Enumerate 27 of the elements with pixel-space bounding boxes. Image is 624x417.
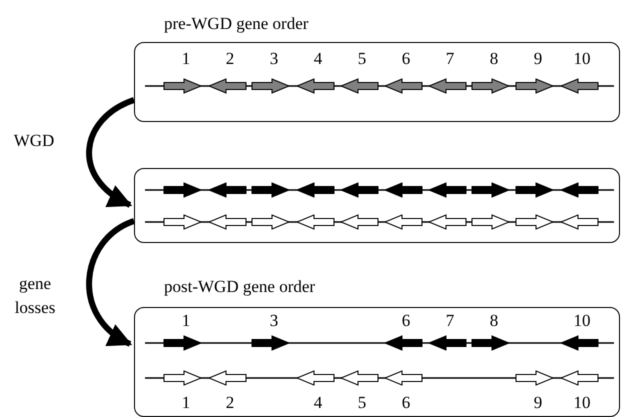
gene-number: 8 (490, 50, 498, 68)
gene-number: 1 (182, 394, 190, 412)
curved-arrow (86, 218, 136, 347)
gene-number: 4 (314, 50, 322, 68)
gene-number: 6 (402, 312, 410, 330)
gene-number: 6 (402, 50, 410, 68)
gene-number: 7 (446, 50, 454, 68)
gene-number: 10 (574, 312, 590, 330)
gene-number: 3 (270, 50, 278, 68)
gene-number: 5 (358, 50, 366, 68)
gene-number: 10 (574, 50, 590, 68)
gene-number: 7 (446, 312, 454, 330)
gene-number: 9 (534, 394, 542, 412)
gene-number: 2 (226, 50, 234, 68)
gene-number: 10 (574, 394, 590, 412)
gene-number: 6 (402, 394, 410, 412)
gene-number: 9 (534, 50, 542, 68)
gene-number: 3 (270, 312, 278, 330)
gene-number: 2 (226, 394, 234, 412)
gene-number: 1 (182, 50, 190, 68)
gene-number: 1 (182, 312, 190, 330)
curved-arrow (86, 97, 136, 208)
gene-number: 4 (314, 394, 322, 412)
gene-number: 8 (490, 312, 498, 330)
gene-number: 5 (358, 394, 366, 412)
panel-heading: post-WGD gene order (164, 277, 316, 297)
panel-heading: pre-WGD gene order (164, 14, 308, 34)
